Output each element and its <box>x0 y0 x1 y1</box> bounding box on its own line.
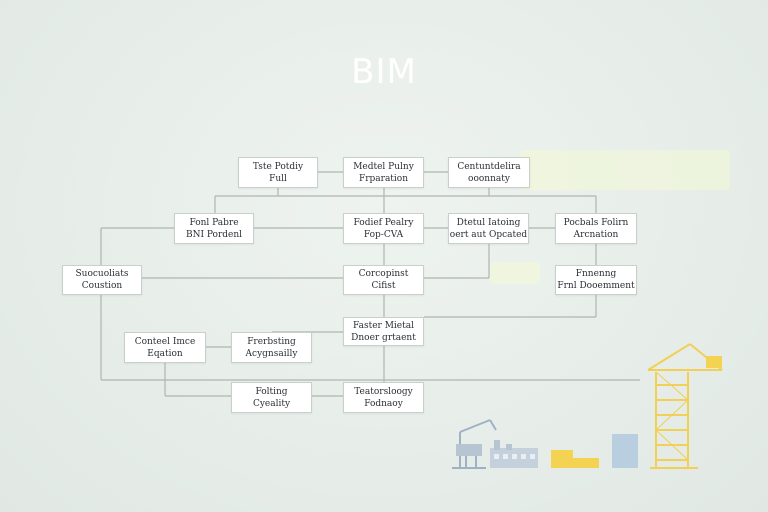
node-box: Dtetul Iatoing oert aut Opcated <box>448 213 529 244</box>
node-label: Dtetul Iatoing <box>456 217 521 228</box>
node-label: Suocuoliats <box>75 269 129 279</box>
node-box: Faster Mietal Dnoer grtaent <box>343 317 424 346</box>
node-label: ooonnaty <box>468 173 510 184</box>
node-label: Coustion <box>81 281 123 291</box>
node-label: Dnoer grtaent <box>351 332 416 343</box>
node-label: Fodief Pealry <box>353 217 414 228</box>
node-box: Fodief Pealry Fop-CVA <box>343 213 424 244</box>
node-box: Fonl Pabre BNI Pordenl <box>174 213 254 244</box>
node-label: Teatorsloogy <box>354 386 413 397</box>
background-highlight <box>520 150 730 190</box>
diagram-title: BIM <box>351 52 417 92</box>
node-label: Fonl Pabre <box>189 217 239 228</box>
node-box: Medtel Pulny Frparation <box>343 157 424 188</box>
node-label: Fodnaoy <box>364 398 403 409</box>
node-box: Frerbsting Acygnsailly <box>231 332 312 363</box>
node-box: Teatorsloogy Fodnaoy <box>343 382 424 413</box>
node-label: oert aut Opcated <box>449 229 528 240</box>
factory-icon <box>490 440 538 468</box>
node-label: Fop-CVA <box>363 229 404 240</box>
tower-crane-icon <box>647 343 723 469</box>
node-box: Fnnenng Frnl Dooemment <box>555 265 637 295</box>
node-box: Centuntdelira ooonnaty <box>448 157 530 188</box>
node-box: Corcopinst Cifist <box>343 265 424 295</box>
node-label: Full <box>269 173 287 184</box>
node-box: Folting Cyeality <box>231 382 312 413</box>
node-label: Frparation <box>358 173 409 184</box>
node-label: Acygnsailly <box>245 348 298 359</box>
node-label: Frerbsting <box>247 336 296 347</box>
node-box: Tste Potdiy Full <box>238 157 318 188</box>
node-label: Faster Mietal <box>352 320 414 331</box>
node-label: Conteel Imce <box>134 336 196 347</box>
background-highlight <box>490 262 540 284</box>
node-box: Pocbals Folirn Arcnation <box>555 213 637 244</box>
node-box: Conteel Imce Eqation <box>124 332 206 363</box>
node-label: Pocbals Folirn <box>563 217 629 228</box>
node-label: Centuntdelira <box>457 161 521 172</box>
node-label: Arcnation <box>573 229 619 240</box>
node-label: Eqation <box>147 348 183 359</box>
node-box: Suocuoliats Coustion <box>62 265 142 295</box>
node-label: Frnl Dooemment <box>557 281 635 291</box>
node-label: Medtel Pulny <box>353 161 414 172</box>
node-label: Corcopinst <box>358 269 409 279</box>
node-label: Tste Potdiy <box>252 161 304 172</box>
node-label: Cyeality <box>252 398 291 409</box>
building-blocks-icon <box>551 434 638 468</box>
excavator-icon <box>452 419 497 469</box>
node-label: BNI Pordenl <box>185 229 243 240</box>
node-label: Fnnenng <box>575 269 617 279</box>
node-label: Cifist <box>371 281 396 291</box>
node-label: Folting <box>255 386 288 397</box>
